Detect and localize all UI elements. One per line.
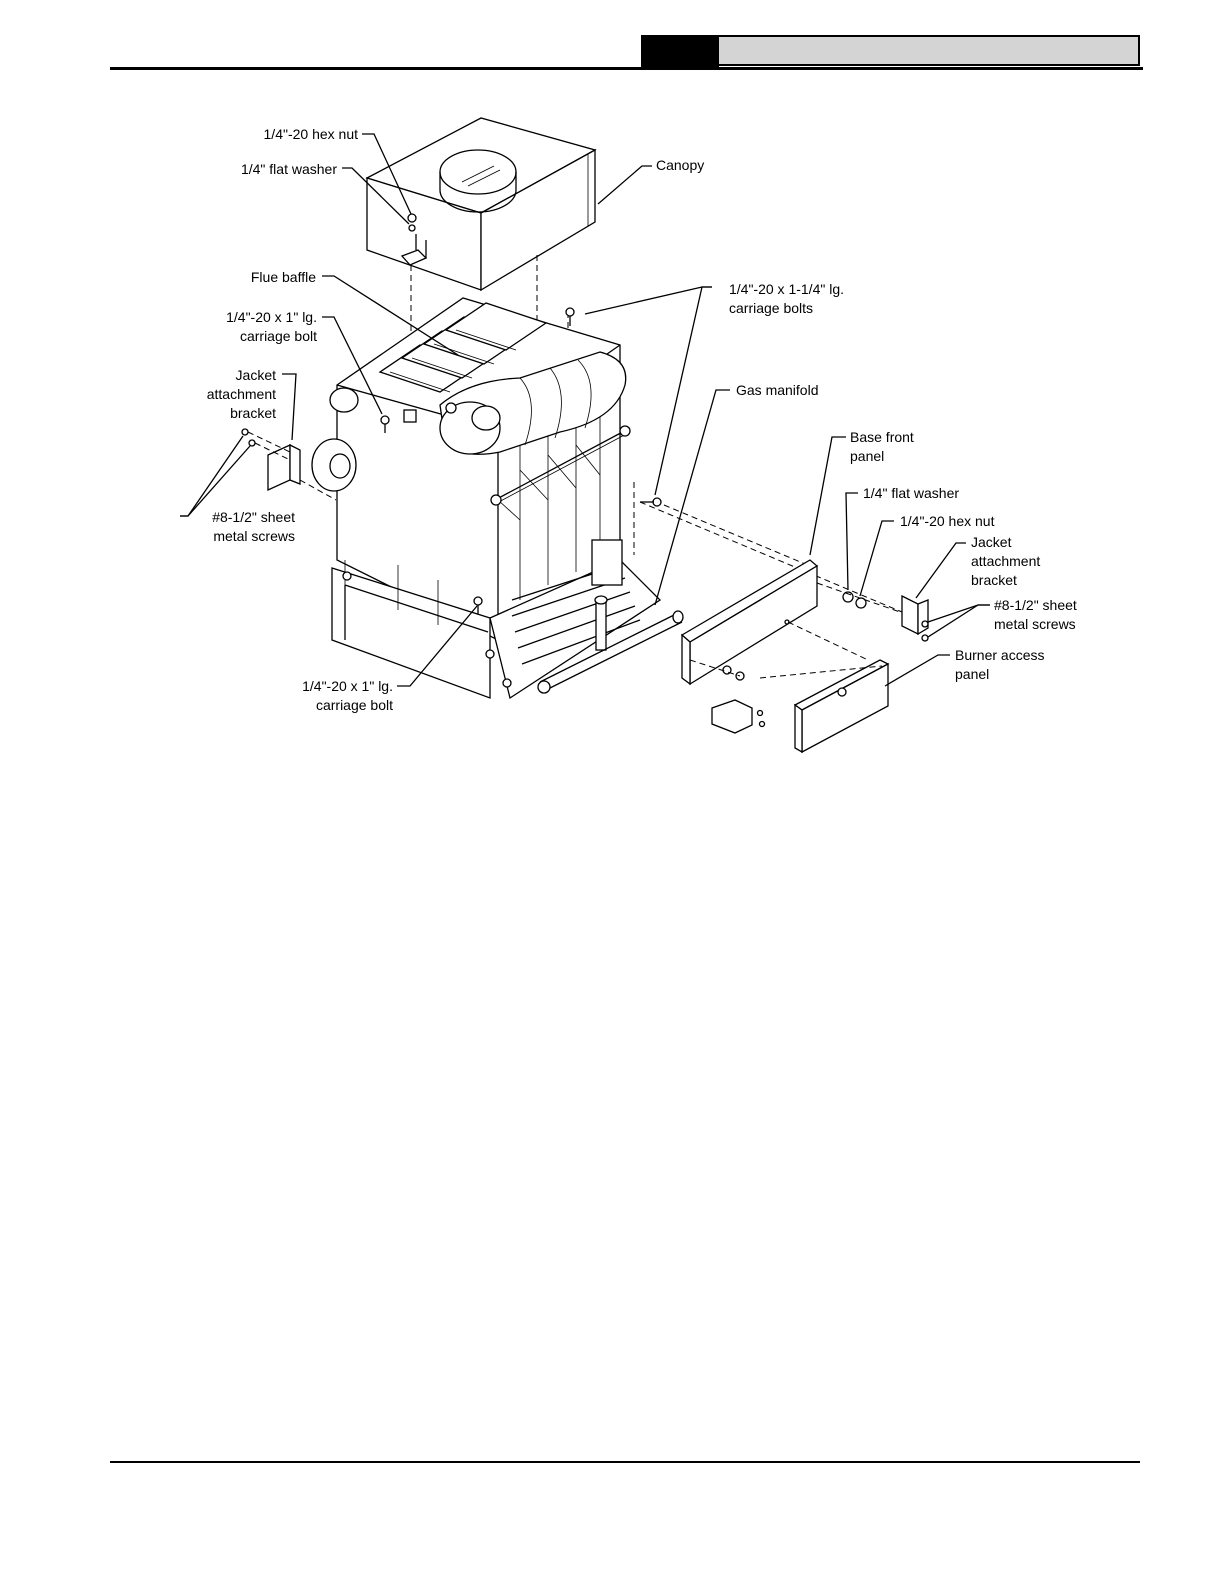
header-rule <box>110 67 1143 70</box>
label-hex-nut-top: 1/4"-20 hex nut <box>264 126 359 142</box>
leader-lines <box>180 133 990 687</box>
label-flat-washer-top: 1/4" flat washer <box>241 161 337 177</box>
left-bracket-drawing <box>241 428 337 501</box>
label-base-front-panel-2: panel <box>850 448 884 464</box>
label-burner-access-panel-1: Burner access <box>955 647 1044 663</box>
label-jacket-bracket-right-1: Jacket <box>971 534 1012 550</box>
canopy-drawing <box>365 117 597 292</box>
label-hex-nut-right: 1/4"-20 hex nut <box>900 513 995 529</box>
label-jacket-bracket-right-2: attachment <box>971 553 1040 569</box>
label-carriage-bolt-left-1: 1/4"-20 x 1" lg. <box>226 309 317 325</box>
label-burner-access-panel-2: panel <box>955 666 989 682</box>
label-screws-left-2: metal screws <box>213 528 295 544</box>
header-gray-bar <box>719 35 1140 66</box>
label-canopy: Canopy <box>656 157 704 173</box>
label-carriage-bolt-bottom-2: carriage bolt <box>316 697 393 713</box>
label-jacket-bracket-left-1: Jacket <box>236 367 277 383</box>
label-carriage-bolt-bottom-1: 1/4"-20 x 1" lg. <box>302 678 393 694</box>
label-flue-baffle: Flue baffle <box>251 269 316 285</box>
label-carriage-bolt-left-2: carriage bolt <box>240 328 317 344</box>
burner-access-panel-drawing <box>759 659 890 754</box>
label-carriage-bolts-top-2: carriage bolts <box>729 300 813 316</box>
label-carriage-bolts-top-1: 1/4"-20 x 1-1/4" lg. <box>729 281 844 297</box>
label-jacket-bracket-left-3: bracket <box>230 405 276 421</box>
label-base-front-panel-1: Base front <box>850 429 914 445</box>
footer-rule <box>110 1461 1140 1463</box>
base-drawing <box>331 539 684 700</box>
right-bracket-drawing <box>901 594 929 642</box>
base-front-panel-drawing <box>680 559 869 686</box>
label-screws-right-2: metal screws <box>994 616 1076 632</box>
label-flat-washer-right: 1/4" flat washer <box>863 485 959 501</box>
boiler-body-drawing <box>311 297 631 641</box>
label-screws-left-1: #8-1/2" sheet <box>212 509 295 525</box>
label-jacket-bracket-right-3: bracket <box>971 572 1017 588</box>
header-black-tab <box>641 35 719 69</box>
label-screws-right-1: #8-1/2" sheet <box>994 597 1077 613</box>
label-gas-manifold: Gas manifold <box>736 382 818 398</box>
label-jacket-bracket-left-2: attachment <box>207 386 276 402</box>
